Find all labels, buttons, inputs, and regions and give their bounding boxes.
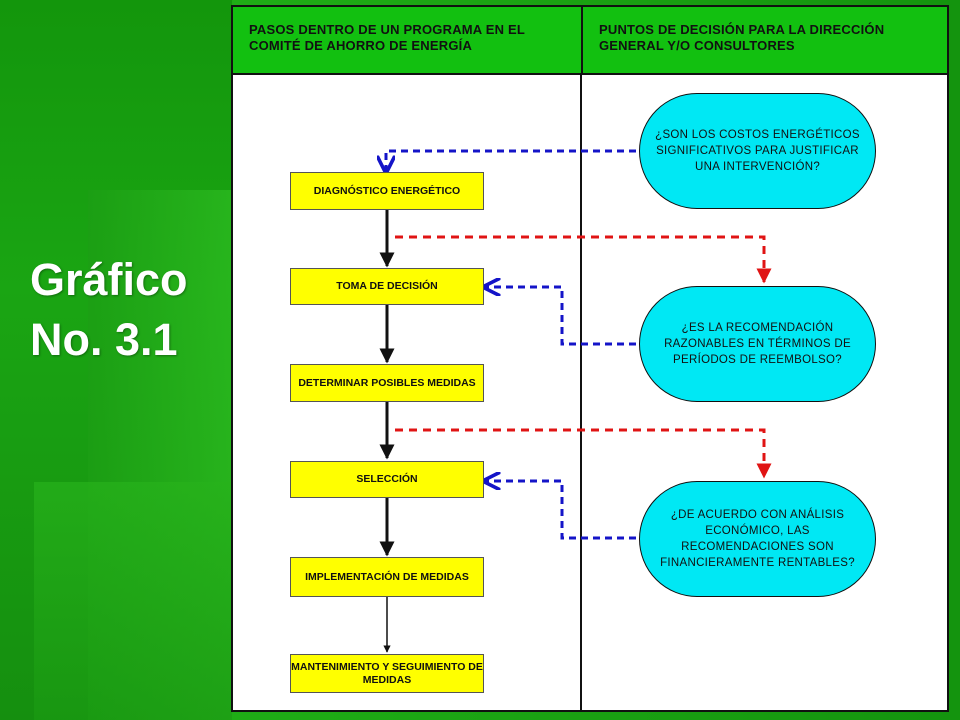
step-implementacion: IMPLEMENTACIÓN DE MEDIDAS (290, 557, 484, 597)
decision-periodos-reembolso: ¿ES LA RECOMENDACIÓN RAZONABLES EN TÉRMI… (639, 286, 876, 402)
slide-title: Gráfico No. 3.1 (30, 250, 230, 370)
step-toma-de-decision: TOMA DE DECISIÓN (290, 268, 484, 305)
slide-title-line-1: Gráfico (30, 254, 188, 305)
decision-costos-energeticos: ¿SON LOS COSTOS ENERGÉTICOS SIGNIFICATIV… (639, 93, 876, 209)
header-decisions-column: PUNTOS DE DECISIÓN PARA LA DIRECCIÓN GEN… (581, 5, 949, 75)
step-determinar-medidas: DETERMINAR POSIBLES MEDIDAS (290, 364, 484, 402)
step-seleccion: SELECCIÓN (290, 461, 484, 498)
step-diagnostico: DIAGNÓSTICO ENERGÉTICO (290, 172, 484, 210)
decision-financieramente-rentables: ¿DE ACUERDO CON ANÁLISIS ECONÓMICO, LAS … (639, 481, 876, 597)
slide-title-line-2: No. 3.1 (30, 314, 178, 365)
header-steps-column: PASOS DENTRO DE UN PROGRAMA EN EL COMITÉ… (231, 5, 583, 75)
background-panel-bottom (34, 482, 232, 720)
column-divider (580, 73, 582, 712)
step-mantenimiento: MANTENIMIENTO Y SEGUIMIENTO DE MEDIDAS (290, 654, 484, 693)
